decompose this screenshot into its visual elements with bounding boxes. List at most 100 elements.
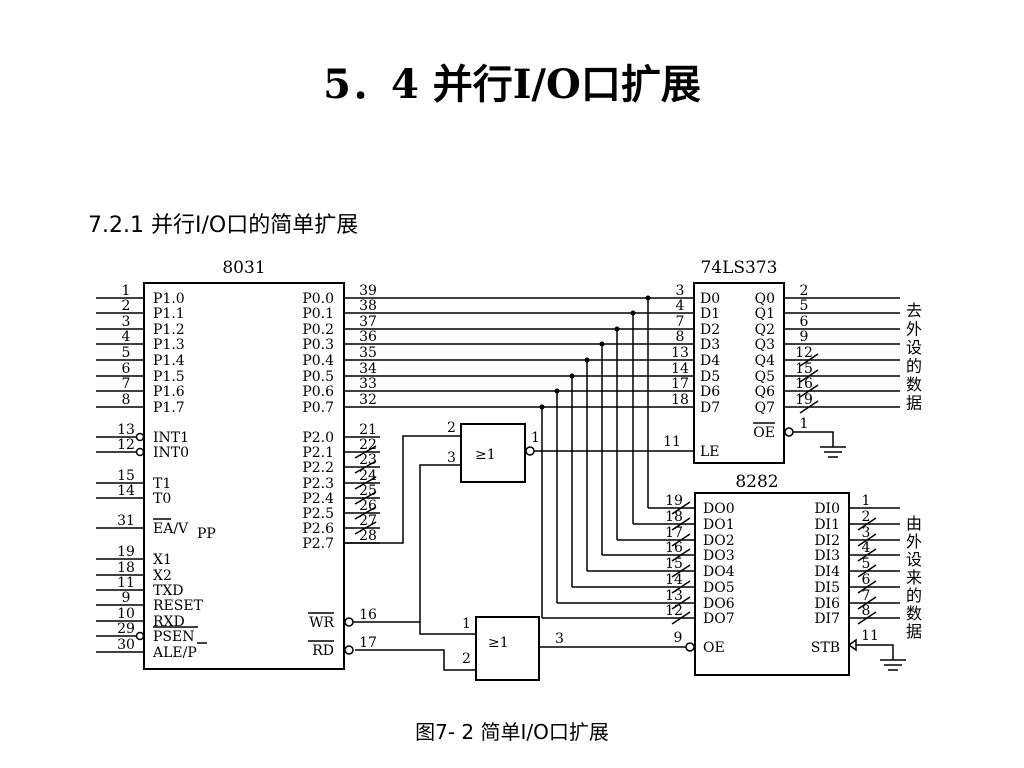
buffer-di-pin-label: DI0: [814, 501, 840, 517]
section-subtitle: 7.2.1 并行I/O口的简单扩展: [88, 213, 359, 238]
cpu-left-pin-number: 9: [122, 590, 131, 606]
pin-unused-mark: [857, 548, 877, 562]
buffer-di-pin-label: DI1: [814, 517, 840, 533]
bus-junction: [599, 341, 605, 347]
cpu-left-pin-label: P1.0: [153, 291, 185, 307]
buffer-di-pin-label: DI3: [814, 548, 840, 564]
latch-q-pin-number: 6: [800, 314, 809, 330]
cpu-right-pin-number: 37: [359, 314, 377, 330]
bus-junction: [554, 388, 560, 394]
cpu-right-pin-number: 35: [359, 345, 377, 361]
latch-q-pin-label: Q6: [755, 384, 775, 400]
cpu-left-pin-number: 4: [122, 329, 131, 345]
latch-d-pin-number: 14: [671, 361, 689, 377]
pin-unused-mark: [857, 596, 877, 610]
buffer-di-pin-label: DI2: [814, 533, 840, 549]
cpu-right-pin-number: 24: [359, 468, 377, 484]
cpu-left-pin-number: 3: [122, 314, 131, 330]
latch-le-label: LE: [700, 444, 720, 460]
latch-d-pin-label: D7: [700, 400, 720, 416]
buffer-do-pin-number: 16: [665, 540, 683, 556]
cpu-right-pin-number: 25: [359, 483, 377, 499]
cpu-left-pin-number: 30: [117, 637, 135, 653]
latch-q-pin-label: Q1: [755, 306, 775, 322]
latch-q-pin-number: 16: [795, 376, 813, 392]
pin-unused-mark: [799, 384, 819, 398]
cpu-left-pin-number: 5: [122, 345, 131, 361]
cpu-right-pin-label: P0.6: [302, 384, 334, 400]
or-gate-upper: ≥1 2 3 1: [447, 420, 540, 483]
cpu-right-pin-label: P0.0: [302, 291, 334, 307]
pin-unused-mark: [799, 353, 819, 367]
vertical-label-char: 去: [906, 301, 922, 320]
latch-d-pin-label: D3: [700, 337, 720, 353]
cpu-left-pin-label: X2: [153, 568, 172, 584]
vertical-label-char: 的: [906, 357, 922, 376]
pin-unused-mark: [671, 501, 691, 515]
buffer-chip-name: 8282: [735, 472, 778, 492]
or-gate-upper-symbol: ≥1: [475, 447, 496, 463]
data-bus-wires: [380, 295, 660, 619]
cpu-left-pin-label: INT1: [153, 430, 189, 446]
cpu-ea-subscript: PP: [197, 526, 216, 542]
cpu-left-pin-number: 15: [117, 468, 135, 484]
cpu-right-pin-label: P0.2: [302, 322, 334, 338]
latch-q-pin-number: 19: [795, 392, 813, 408]
vertical-label-char: 来: [906, 568, 922, 587]
cpu-left-pin-number: 19: [117, 544, 135, 560]
bus-junction: [584, 357, 590, 363]
cpu-left-pin-label: T0: [153, 491, 171, 507]
buffer-di-pin-label: DI6: [814, 596, 840, 612]
vertical-label-char: 据: [906, 394, 922, 413]
or-gate-lower-pin-a: 1: [462, 616, 471, 632]
pin-unused-mark: [799, 369, 819, 383]
buffer-do-pin-label: DO2: [703, 533, 735, 549]
cpu-right-pin-label: P2.1: [302, 445, 334, 461]
bus-junction: [630, 310, 636, 316]
pin-unused-mark: [671, 564, 691, 578]
buffer-do-pin-number: 18: [665, 509, 683, 525]
buffer-stb-number: 11: [861, 628, 879, 644]
buffer-di-pin-label: DI4: [814, 564, 840, 580]
latch-q-pin-label: Q5: [755, 369, 775, 385]
pin-unused-mark: [354, 521, 377, 535]
buffer-stb-label: STB: [811, 640, 840, 656]
latch-d-pin-label: D2: [700, 322, 720, 338]
cpu-right-pin-label: P2.5: [302, 506, 334, 522]
control-wires: [344, 431, 906, 671]
cpu-left-pin-number: 8: [122, 392, 131, 408]
pin-unused-mark: [354, 491, 377, 505]
cpu-right-pin-label: P2.6: [302, 521, 334, 537]
cpu-left-pin-number: 10: [117, 606, 135, 622]
cpu-chip-name: 8031: [222, 258, 265, 278]
buffer-do-pin-number: 17: [665, 525, 683, 541]
buffer-do-pin-label: DO6: [703, 596, 735, 612]
pin-bubble: [135, 447, 145, 457]
cpu-right-pin-number: 27: [359, 513, 377, 529]
cpu-right-pin-number: 16: [359, 607, 377, 623]
pin-unused-mark: [354, 460, 377, 474]
cpu-right-pin-number: 34: [359, 361, 377, 377]
latch-oe-label: OE: [753, 425, 775, 441]
or-gate-lower: ≥1 1 2 3: [462, 616, 564, 681]
cpu-left-pin-label: P1.3: [153, 337, 185, 353]
cpu-right-pin-number: 28: [359, 528, 377, 544]
cpu-left-pin-label: RESET: [153, 598, 204, 614]
or-gate-lower-symbol: ≥1: [488, 635, 509, 651]
figure-caption: 图7- 2 简单I/O口扩展: [415, 720, 609, 744]
pin-unused-mark: [671, 533, 691, 547]
cpu-left-pin-number: 7: [122, 376, 131, 392]
pin-unused-mark: [354, 506, 377, 520]
or-gate-lower-pin-out: 3: [555, 631, 564, 647]
latch-chip-name: 74LS373: [700, 258, 777, 278]
latch-q-pin-label: Q4: [755, 353, 775, 369]
latch-q-pin-number: 9: [800, 329, 809, 345]
buffer-do-pin-label: DO4: [703, 564, 735, 580]
or-gate-lower-pin-b: 2: [462, 651, 471, 667]
latch-q-pin-number: 12: [795, 345, 813, 361]
latch-d-pin-number: 13: [671, 345, 689, 361]
bus-junction: [614, 326, 620, 332]
or-gate-upper-pin-out: 1: [531, 430, 540, 446]
